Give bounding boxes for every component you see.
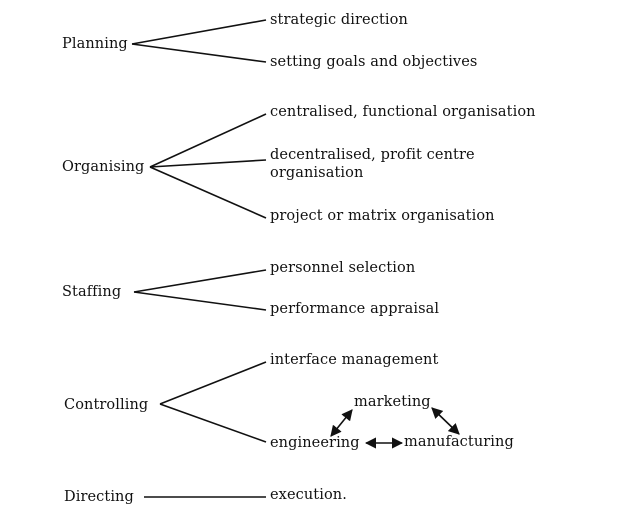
item-execution: execution. [270,487,347,503]
connector-organising-decentralised [149,159,267,168]
item-marketing: marketing [354,394,431,410]
function-organising: Organising [62,159,145,175]
item-centralised-organisation: centralised, functional organisation [270,104,536,120]
item-matrix-organisation: project or matrix organisation [270,208,495,224]
connector-controlling-engineering [159,403,267,443]
connector-organising-matrix [149,166,267,219]
item-engineering: engineering [270,435,360,451]
item-performance-appraisal: performance appraisal [270,301,440,317]
function-staffing: Staffing [62,284,122,300]
connector-controlling-interface [159,361,267,405]
connector-planning-strategic [131,19,267,45]
item-setting-goals: setting goals and objectives [270,54,478,70]
item-strategic-direction: strategic direction [270,12,408,28]
connector-staffing-appraisal [133,291,267,311]
connector-staffing-selection [133,269,267,293]
item-personnel-selection: personnel selection [270,260,416,276]
arrow-marketing-engineering [330,409,353,437]
function-directing: Directing [64,489,134,505]
item-decentralised-organisation: decentralised, profit centre organisatio… [270,147,475,181]
connector-planning-goals [131,43,267,63]
item-interface-management: interface management [270,352,439,368]
arrow-marketing-manufacturing [431,407,460,435]
item-manufacturing: manufacturing [404,434,514,450]
function-controlling: Controlling [64,397,149,413]
connector-organising-centralised [149,113,267,168]
function-planning: Planning [62,36,128,52]
